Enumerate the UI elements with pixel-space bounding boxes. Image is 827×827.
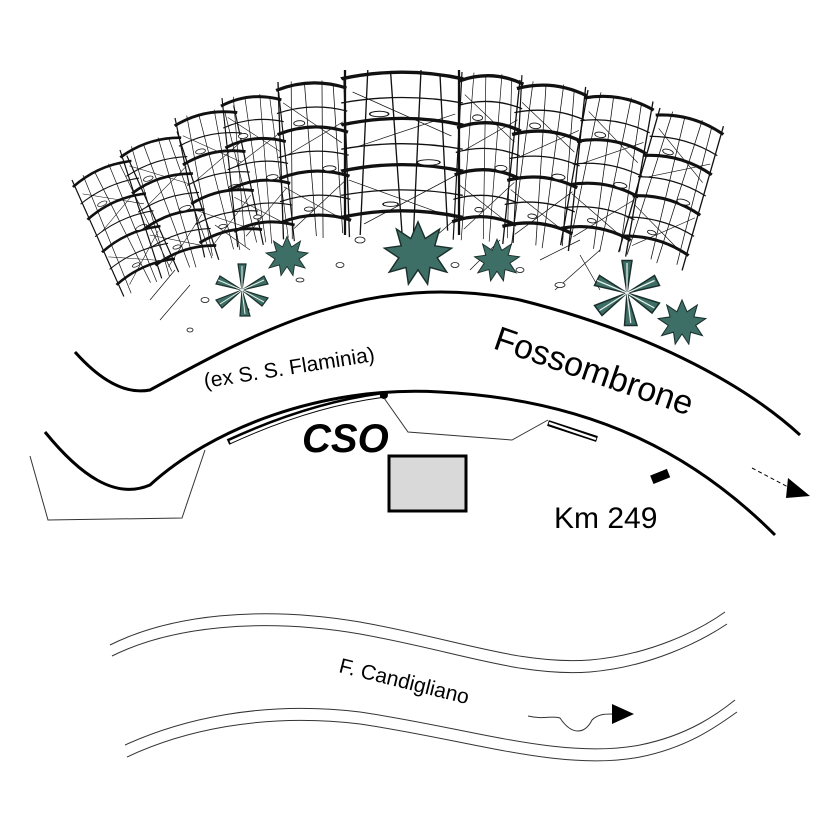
shrub-icon (215, 263, 269, 317)
shrub-icon (657, 299, 707, 345)
town-label: Fossombrone (489, 320, 698, 424)
river-lower-bank (124, 699, 736, 750)
river-upper-bank (109, 611, 726, 662)
arrow-right-icon (786, 478, 810, 498)
road-lower-edge (43, 389, 777, 537)
milestone-icon (650, 468, 671, 485)
cso-building (387, 454, 468, 513)
river (109, 611, 738, 762)
site-label: CSO (302, 417, 389, 461)
road (43, 290, 810, 537)
shrub-icon (593, 259, 661, 327)
shrub-icon (474, 238, 520, 282)
road-label: (ex S. S. Flaminia) (202, 343, 376, 393)
map-labels: (ex S. S. Flaminia) Fossombrone CSO Km 2… (202, 320, 698, 709)
shrub-icon (265, 236, 309, 276)
arrow-right-icon (612, 704, 634, 724)
cso-site (383, 397, 549, 513)
km-label: Km 249 (554, 502, 657, 535)
site-fence (383, 397, 549, 441)
roadside-ditch (29, 449, 206, 521)
rock-outcrop (68, 70, 728, 333)
road-upper-edge (73, 290, 802, 437)
river-label: F. Candigliano (337, 655, 472, 710)
